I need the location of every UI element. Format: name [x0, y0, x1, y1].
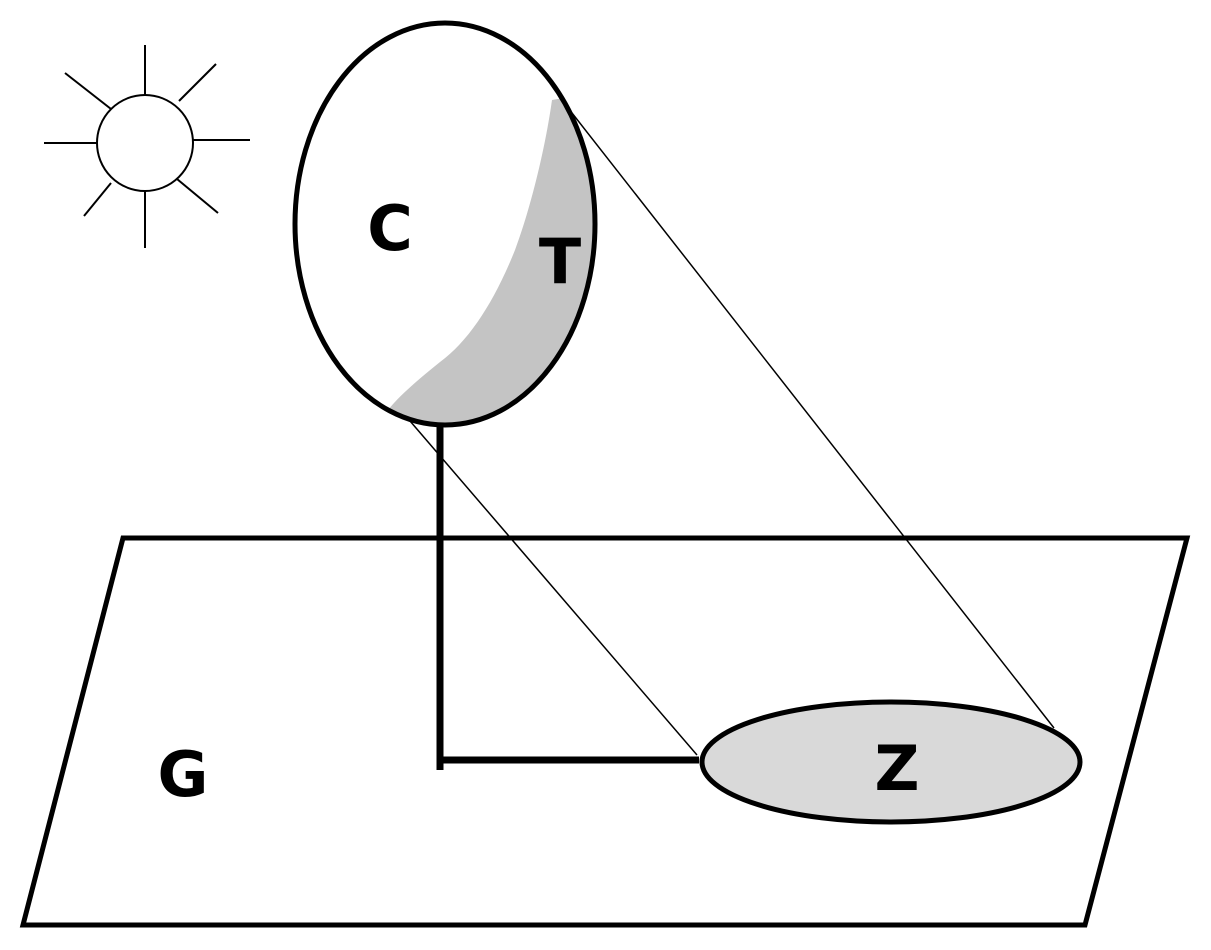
body-c — [292, 20, 598, 428]
sun-ray — [83, 182, 112, 217]
label-g: G — [158, 738, 209, 811]
shaded-region-t — [388, 90, 595, 425]
sun-ray — [178, 63, 217, 102]
label-c: C — [367, 192, 413, 265]
label-z: Z — [875, 732, 920, 805]
sun-ray — [176, 178, 219, 214]
ground-plane — [19, 535, 1191, 928]
projection-line-left — [403, 413, 698, 756]
support-post — [436, 423, 699, 764]
sun-ray — [64, 72, 112, 110]
shadow-z — [699, 699, 1083, 825]
label-t: T — [539, 225, 581, 298]
sun-icon — [44, 45, 250, 248]
projection-line-right — [571, 112, 1055, 729]
sun-disc — [96, 94, 194, 192]
